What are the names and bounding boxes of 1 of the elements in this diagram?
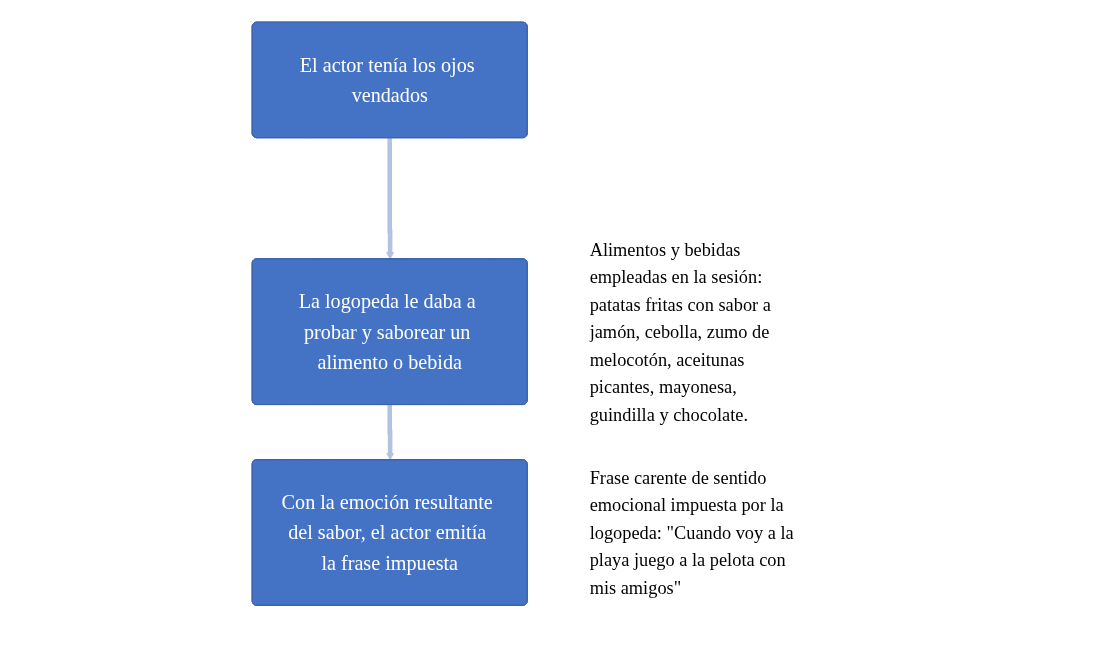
flowchart-diagram: El actor tenía los ojos vendados La logopeda le daba a probar y saborear un alimento o bebida Alimentos y bebidas empleadas en la sesión: patatas fritas con sabor a jamón, cebolla, zumo de melocotón, aceitunas picantes, mayonesa, guindilla y chocolate. Con la emoción resultante del sabor, el actor emitía la frase impuesta Frase carente de sentido emocional impuesta por la logopeda: "Cuando voy a la playa juego a la pelota con mis amigos"	[242, 13, 874, 638]
